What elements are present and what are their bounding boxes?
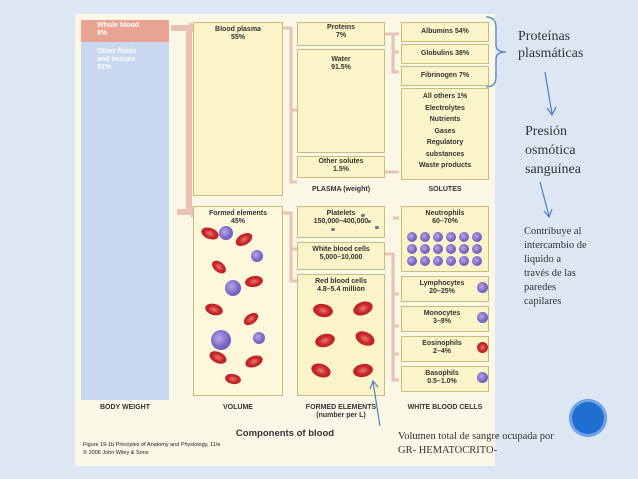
body-weight-label: BODY WEIGHT [99, 404, 151, 411]
neutrophil-cell [407, 232, 417, 242]
arrow-to-solutes-icon [385, 32, 399, 174]
bracket-icon [485, 16, 507, 88]
platelets-label: Platelets 150,000–400,000 [313, 210, 369, 225]
neutrophil-cell [433, 232, 443, 242]
neutrophil-cell [446, 244, 456, 254]
monocyte-cell [477, 312, 488, 323]
neutrophil-cell [420, 232, 430, 242]
neutrophil-cell [459, 256, 469, 266]
components-title: Components of blood [235, 428, 335, 439]
neutrophil-cell [446, 232, 456, 242]
other-solutes-label: Other solutes 1.5% [318, 158, 364, 173]
figure-caption-line1: Figure 19-1b Principles of Anatomy and P… [83, 442, 221, 448]
neutrophil-cell [407, 256, 417, 266]
formed-elements-count-label: FORMED ELEMENTS (number per L) [305, 404, 377, 419]
note-proteinas-plasmaticas: Proteínas plasmáticas [518, 29, 584, 61]
neutrophil-cell [459, 244, 469, 254]
basophil-cell [477, 372, 488, 383]
white-blood-cell [251, 250, 263, 262]
monocytes-box [401, 306, 489, 332]
arrow-down-2-icon [539, 181, 553, 219]
white-blood-cells-label: White blood cells 5,000–10,000 [312, 246, 370, 261]
neutrophil-cell [459, 232, 469, 242]
neutrophil-cell [446, 256, 456, 266]
plasma-weight-label: PLASMA (weight) [311, 186, 371, 193]
albumins-label: Albumins 54% [421, 28, 469, 35]
note-presion-osmotica: Presión osmótica sanguínea [525, 124, 581, 177]
neutrophil-cell [472, 256, 482, 266]
blood-plasma-label: Blood plasma 55% [215, 26, 261, 41]
neutrophil-cell [420, 244, 430, 254]
eosinophil-cell [477, 342, 488, 353]
all-others-label: All others 1% Electrolytes Nutrients Gas… [418, 93, 472, 169]
white-blood-cells-column-label: WHITE BLOOD CELLS [407, 404, 483, 411]
neutrophil-cell [472, 244, 482, 254]
volume-label: VOLUME [223, 404, 253, 411]
solutes-label: SOLUTES [428, 186, 462, 193]
fibrinogen-label: Fibrinogen 7% [420, 72, 470, 79]
arrow-plasma-to-parts-icon [283, 26, 297, 184]
platelet [367, 220, 371, 223]
lymphocytes-label: Lymphocytes 20–25% [419, 280, 465, 295]
globulins-label: Globulins 38% [420, 50, 470, 57]
proteins-label: Proteins 7% [326, 24, 355, 39]
accent-circle [569, 399, 607, 437]
water-label: Water 91.5% [331, 56, 351, 71]
other-fluids-label: Other fluids and tissues 92% [97, 48, 137, 71]
globulins-box [401, 44, 489, 64]
proteins-box [297, 22, 385, 46]
whole-blood-top [81, 20, 169, 42]
white-blood-cell [225, 280, 241, 296]
platelet [361, 214, 365, 217]
albumins-box [401, 22, 489, 42]
white-blood-cell [211, 330, 231, 350]
eosinophils-label: Eosinophils 2–4% [422, 340, 462, 355]
whole-blood-box [81, 20, 169, 400]
arrow-to-wbc-types-icon [385, 216, 399, 382]
figure-caption-line2: © 2006 John Wiley & Sons [83, 450, 149, 456]
red-blood-cells-label: Red blood cells 4.8–5.4 million [315, 278, 367, 293]
fibrinogen-box [401, 66, 489, 86]
blood-plasma-box [193, 22, 283, 196]
eosinophils-box [401, 336, 489, 362]
whole-blood-label: Whole blood 8% [97, 22, 139, 37]
basophils-label: Basophils 0.5–1.0% [425, 370, 459, 385]
water-box [297, 49, 385, 153]
neutrophil-cell [420, 256, 430, 266]
white-blood-cell [253, 332, 265, 344]
neutrophils-label: Neutrophils 60–70% [425, 210, 465, 225]
note-volumen-total: Volumen total de sangre ocupada por GR- … [398, 431, 554, 456]
white-blood-cells-box [297, 242, 385, 270]
neutrophil-cell [433, 244, 443, 254]
formed-elements-label: Formed elements 45% [209, 210, 267, 225]
neutrophil-cell [407, 244, 417, 254]
lymphocyte-cell [477, 282, 488, 293]
white-blood-cell [219, 226, 233, 240]
monocytes-label: Monocytes 3–8% [423, 310, 461, 325]
lymphocytes-box [401, 276, 489, 302]
arrow-up-icon [369, 379, 381, 427]
platelet [331, 228, 335, 231]
arrow-formed-to-parts-icon [283, 211, 297, 283]
basophils-box [401, 366, 489, 392]
all-others-box [401, 88, 489, 180]
note-contribuye: Contribuye al intercambio de liquido a t… [524, 226, 587, 307]
arrow-down-1-icon [544, 71, 557, 117]
neutrophil-cell [472, 232, 482, 242]
other-solutes-box [297, 156, 385, 178]
platelet [375, 226, 379, 229]
neutrophil-cell [433, 256, 443, 266]
components-of-blood-figure: Whole blood 8% Other fluids and tissues … [75, 14, 495, 466]
